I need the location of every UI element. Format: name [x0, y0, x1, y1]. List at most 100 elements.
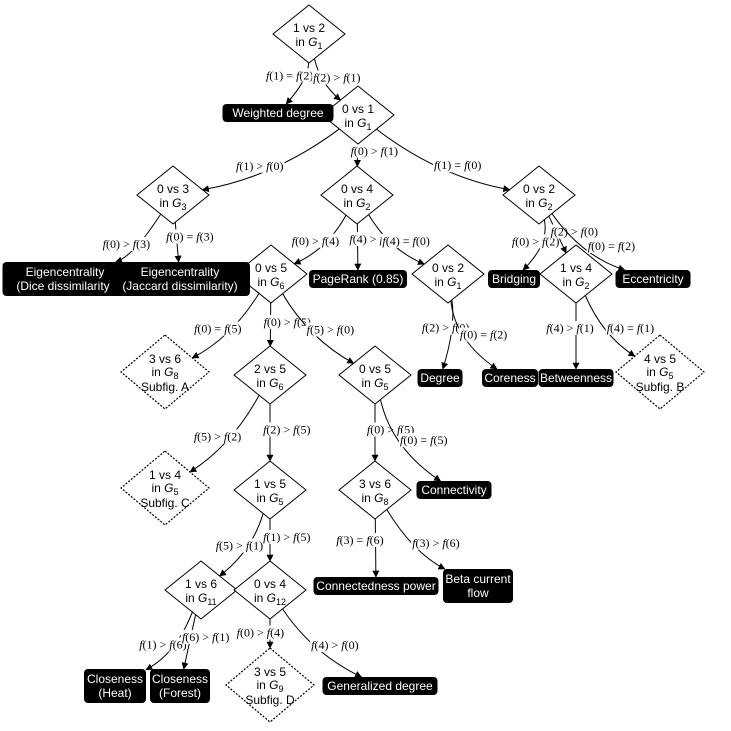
subfig-diamond [225, 647, 315, 723]
edge-label-bg [214, 538, 265, 553]
edge-label-bg [432, 158, 483, 173]
leaf-label: Eigencentrality [26, 265, 105, 279]
edge-label-bg [180, 629, 231, 644]
subfig-ref: Subfig. D [245, 693, 295, 707]
decision-label: 3 vs 6 [359, 477, 391, 491]
leaf-box [84, 669, 146, 703]
edge-label-bg [262, 530, 312, 544]
edge-label-bg [420, 320, 471, 335]
decision-graph-label: in G2 [343, 196, 370, 212]
edge-label-d6-d10: f(5) > f(0) [307, 322, 354, 336]
subfig-ref: Subfig. C [140, 496, 190, 510]
edge-label-d9-s3: f(5) > f(2) [194, 429, 241, 443]
decision-label: 1 vs 2 [293, 21, 325, 35]
leaf-box [110, 262, 250, 296]
edge-label-d6-s1: f(0) = f(5) [194, 322, 241, 336]
decision-graph-label: in G1 [344, 116, 371, 132]
leaf-box [482, 369, 538, 387]
edge-label-d8-betweenness: f(4) > f(1) [546, 321, 593, 335]
leaf-label: Coreness [484, 371, 535, 385]
edge-d12-conn-power [372, 518, 380, 578]
decision-diamond [233, 460, 307, 520]
edge-label-d1-weighted: f(1) = f(2) [266, 68, 313, 82]
edge-label-d11-d13: f(5) > f(1) [216, 539, 263, 553]
decision-graph-label: in G6 [256, 376, 283, 392]
decision-label: 0 vs 1 [342, 102, 374, 116]
subfig-ref: Subfig. A [141, 380, 189, 394]
leaf-label: (Dice dissimilarity) [16, 279, 113, 293]
leaf-label: Closeness [87, 672, 143, 686]
decision-node-d9: 2 vs 5in G6 [233, 345, 307, 405]
leaf-label: Betweenness [540, 371, 612, 385]
decision-graph-label: in G1 [434, 275, 461, 291]
leaf-box [2, 262, 128, 296]
leaf-box [322, 677, 438, 695]
edge-label-d13-clo-forest: f(6) > f(1) [182, 630, 229, 644]
decision-label: 1 vs 5 [254, 477, 286, 491]
leaf-box [488, 270, 540, 288]
edge-label-bg [264, 68, 315, 83]
edge-label-d13-clo-heat: f(1) > f(6) [139, 637, 186, 651]
edge-label-d3-eig-dice: f(0) > f(3) [103, 237, 150, 251]
leaf-label: (Heat) [98, 686, 131, 700]
decision-node-d14: 0 vs 4in G12 [233, 560, 307, 620]
decision-label: 0 vs 4 [254, 577, 286, 591]
subfig-graph-label: in G9 [256, 678, 283, 694]
edge-label-d6-d9: f(0) > f(5) [264, 315, 311, 329]
edge-label-d1-d2: f(2) > f(1) [313, 70, 360, 84]
edge-label-bg [305, 322, 356, 337]
subfig-label: 3 vs 5 [254, 665, 286, 679]
edge-label-d3-eig-jac: f(0) = f(3) [166, 230, 213, 244]
leaf-clo-forest: Closeness(Forest) [150, 669, 210, 703]
decision-node-d11: 1 vs 5in G5 [233, 460, 307, 520]
subfig-graph-label: in G8 [151, 365, 178, 381]
leaf-label: Eccentricity [622, 272, 683, 286]
decision-graph-label: in G11 [185, 591, 216, 607]
decision-label: 0 vs 4 [341, 182, 373, 196]
decision-diamond [320, 165, 394, 225]
leaf-label: flow [467, 586, 489, 600]
edge-label-bg [165, 229, 215, 244]
subfig-ref: Subfig. B [636, 380, 685, 394]
leaf-degree: Degree [417, 369, 463, 387]
subfig-graph-label: in G5 [151, 481, 178, 497]
leaf-box [150, 669, 210, 703]
edge-d4-pagerank [354, 223, 362, 271]
leaf-gen-degree: Generalized degree [322, 677, 438, 695]
decision-label: 0 vs 3 [157, 182, 189, 196]
decision-node-d1: 1 vs 2in G1 [272, 4, 346, 64]
subfig-diamond [120, 334, 210, 410]
edge-label-bg [290, 233, 341, 248]
decision-graph-label: in G3 [159, 196, 186, 212]
subfig-label: 3 vs 6 [149, 352, 181, 366]
leaf-label: Connectedness power [316, 579, 435, 593]
decision-label: 0 vs 5 [255, 261, 287, 275]
decision-diamond [272, 4, 346, 64]
leaf-eccentricity: Eccentricity [615, 270, 691, 288]
edge-label-d8-s2: f(4) = f(1) [607, 321, 654, 335]
edge-label-d5-d8: f(2) > f(0) [551, 225, 598, 239]
leaf-coreness: Coreness [482, 369, 538, 387]
leaf-box [417, 369, 463, 387]
edge-label-d12-conn-power: f(3) = f(6) [336, 533, 383, 547]
edge-d5-eccentricity [551, 213, 626, 272]
edge-label-bg [235, 625, 286, 640]
decision-node-d6: 0 vs 5in G6 [234, 244, 308, 304]
leaf-label: Weighted degree [232, 106, 324, 120]
leaf-box [313, 577, 439, 595]
leaf-label: Eigencentrality [141, 265, 220, 279]
leaf-label: PageRank (0.85) [313, 272, 404, 286]
edge-label-bg [549, 224, 600, 239]
leaf-label: (Jaccard dissimilarity) [122, 279, 237, 293]
leaf-conn-power: Connectedness power [313, 577, 439, 595]
edge-label-d2-d5: f(1) = f(0) [434, 158, 481, 172]
subfig-diamond [615, 334, 705, 410]
edge-label-bg [605, 320, 656, 335]
decision-node-d7: 0 vs 2in G1 [411, 244, 485, 304]
leaf-pagerank: PageRank (0.85) [309, 270, 407, 288]
decision-node-d12: 3 vs 6in G8 [338, 460, 412, 520]
decision-node-d3: 0 vs 3in G3 [136, 165, 210, 225]
edge-label-bg [411, 535, 461, 550]
edge-label-d12-beta-flow: f(3) > f(6) [412, 536, 459, 550]
